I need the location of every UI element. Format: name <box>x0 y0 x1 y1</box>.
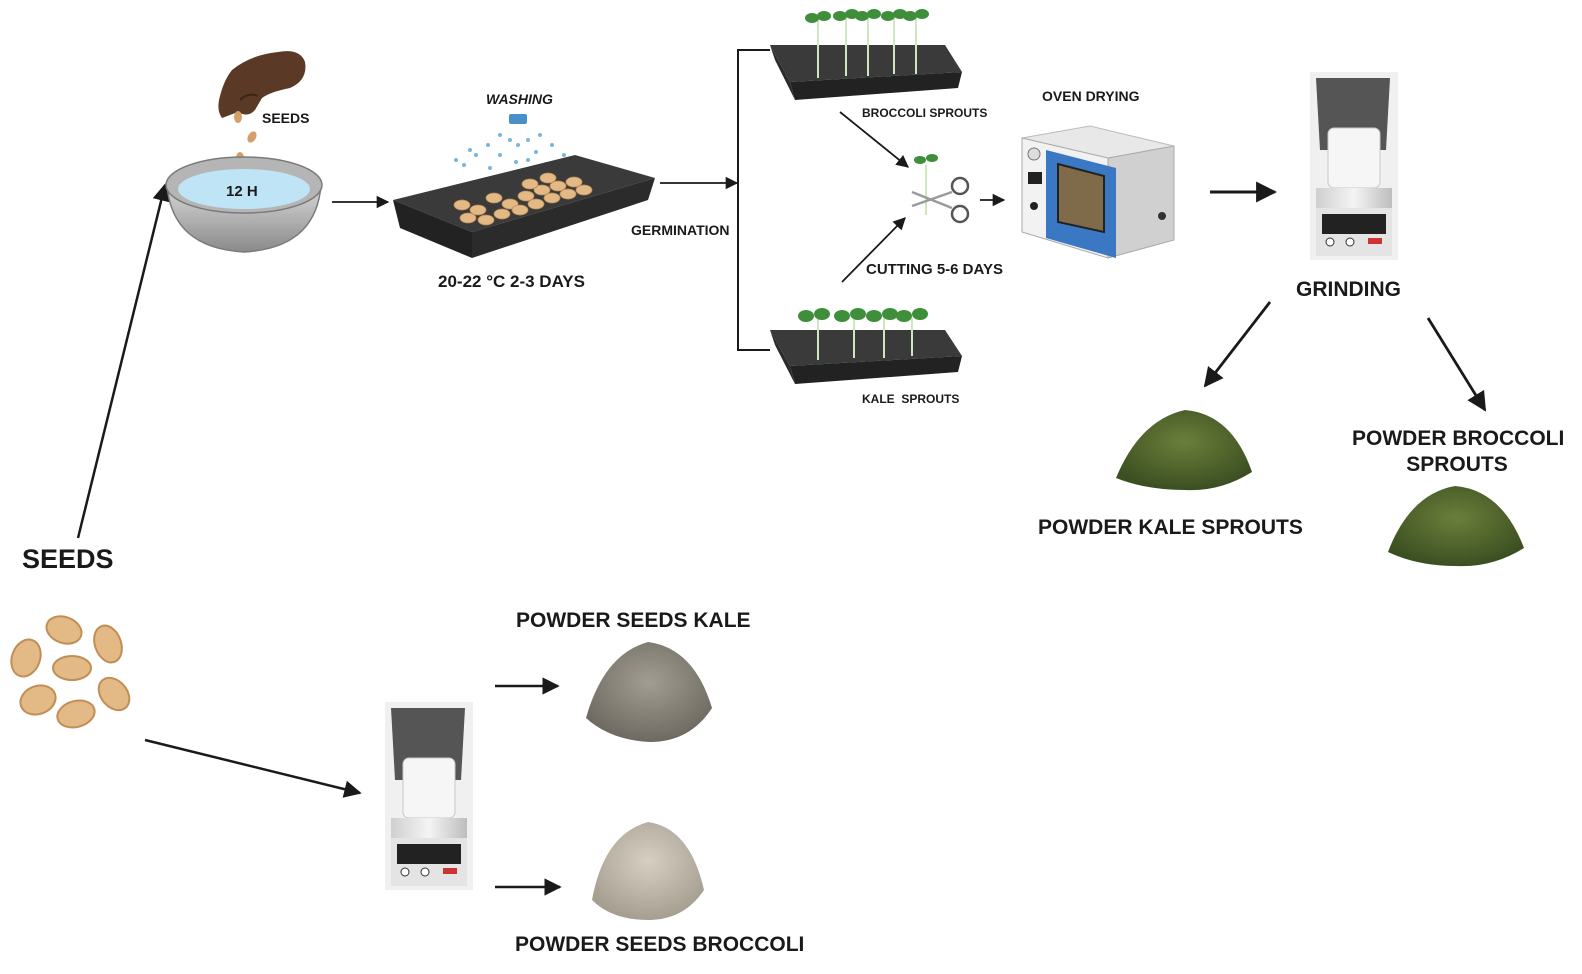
powder-kale-sprouts-icon <box>1116 410 1252 491</box>
scissors-icon <box>911 154 970 224</box>
powder-broccoli-sprouts-line2: SPROUTS <box>1406 453 1508 476</box>
powder-kale-sprouts-label: POWDER KALE SPROUTS <box>1038 516 1303 539</box>
arrow-grinder-to-kale-powder <box>1203 301 1272 388</box>
arrow-seeds-to-grinder <box>144 738 362 798</box>
arrow-kale-to-cutting <box>841 217 906 283</box>
oven-drying-label: OVEN DRYING <box>1042 88 1140 104</box>
broccoli-sprouts-tray-icon <box>770 9 962 100</box>
washing-label: WASHING <box>486 91 553 107</box>
broccoli-sprouts-label: BROCCOLI SPROUTS <box>862 106 988 120</box>
powder-seeds-kale-label: POWDER SEEDS KALE <box>516 609 751 632</box>
arrows <box>76 49 1487 896</box>
powder-broccoli-sprouts-icon <box>1388 486 1524 567</box>
powder-seeds-broccoli-icon <box>592 822 704 920</box>
grinding-label: GRINDING <box>1296 278 1401 301</box>
grinder-icon <box>1310 72 1398 260</box>
tray-icon <box>393 155 655 258</box>
bowl-icon <box>165 156 323 253</box>
germination-bracket <box>737 49 770 351</box>
hand-icon <box>218 51 306 164</box>
kale-sprouts-label: KALE SPROUTS <box>862 392 960 406</box>
kale-sprouts-tray-icon <box>770 308 962 384</box>
powder-seeds-kale-icon <box>586 642 712 742</box>
seeds-small-label: SEEDS <box>262 110 310 126</box>
arrow-grinder-to-broccoli-powder <box>1426 317 1487 412</box>
germination-conditions-label: 20-22 °C 2-3 DAYS <box>438 272 585 291</box>
soak-time-label: 12 H <box>226 183 258 200</box>
cutting-label: CUTTING 5-6 DAYS <box>866 261 1003 278</box>
powder-broccoli-sprouts-label: POWDER BROCCOLI SPROUTS <box>1352 427 1565 477</box>
germination-label: GERMINATION <box>631 222 730 238</box>
arrow-broccoli-to-cutting <box>839 111 909 168</box>
seeds-main-label: SEEDS <box>22 544 114 574</box>
seed-icon <box>10 615 131 729</box>
powder-broccoli-sprouts-line1: POWDER BROCCOLI <box>1352 427 1565 450</box>
powder-seeds-broccoli-label: POWDER SEEDS BROCCOLI <box>515 933 805 956</box>
grinder-icon-bottom <box>385 702 473 890</box>
oven-icon <box>1021 125 1175 259</box>
arrow-seeds-to-bowl <box>76 183 170 539</box>
